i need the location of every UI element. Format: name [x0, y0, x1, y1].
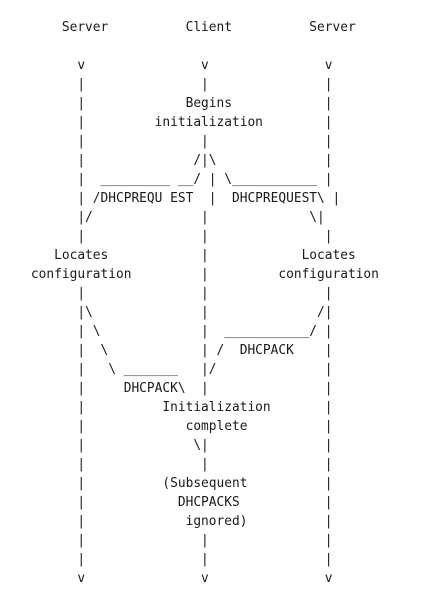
diagram-line: | | |: [0, 229, 333, 244]
diagram-line: | ignored) |: [0, 514, 333, 529]
diagram-line: | /DHCPREQU EST | DHCPREQUEST\ |: [0, 191, 341, 206]
diagram-line: configuration | configuration: [0, 267, 379, 282]
diagram-line: | | |: [0, 457, 333, 472]
diagram-line: | Begins |: [0, 96, 333, 111]
diagram-line: | DHCPACK\ | |: [0, 381, 333, 396]
diagram-line: | | |: [0, 286, 333, 301]
diagram-line: |\ | /|: [0, 305, 333, 320]
diagram-line: | | |: [0, 134, 333, 149]
diagram-line: | _________ __/ | \___________ |: [0, 172, 333, 187]
diagram-line: | (Subsequent |: [0, 476, 333, 491]
diagram-line: | \ _______ |/ |: [0, 362, 333, 377]
diagram-line: |/ | \|: [0, 210, 325, 225]
diagram-line: | \ | ___________/ |: [0, 324, 333, 339]
diagram-line: Locates | Locates: [0, 248, 356, 263]
diagram-line: | \ | / DHCPACK |: [0, 343, 333, 358]
diagram-line: | /|\ |: [0, 153, 333, 168]
diagram-line: | | |: [0, 77, 333, 92]
diagram-line: | | |: [0, 533, 333, 548]
diagram-line: | initialization |: [0, 115, 333, 130]
ascii-diagram-text: Server Client Server v v v | | | | Begin…: [0, 18, 379, 588]
diagram-line: | complete |: [0, 419, 333, 434]
diagram-line: | DHCPACKS |: [0, 495, 333, 510]
diagram-line: v v v: [0, 571, 333, 586]
diagram-line: | \| |: [0, 438, 333, 453]
diagram-line: v v v: [0, 58, 333, 73]
diagram-line: Server Client Server: [0, 20, 356, 35]
diagram-line: | Initialization |: [0, 400, 333, 415]
diagram-line: | | |: [0, 552, 333, 567]
